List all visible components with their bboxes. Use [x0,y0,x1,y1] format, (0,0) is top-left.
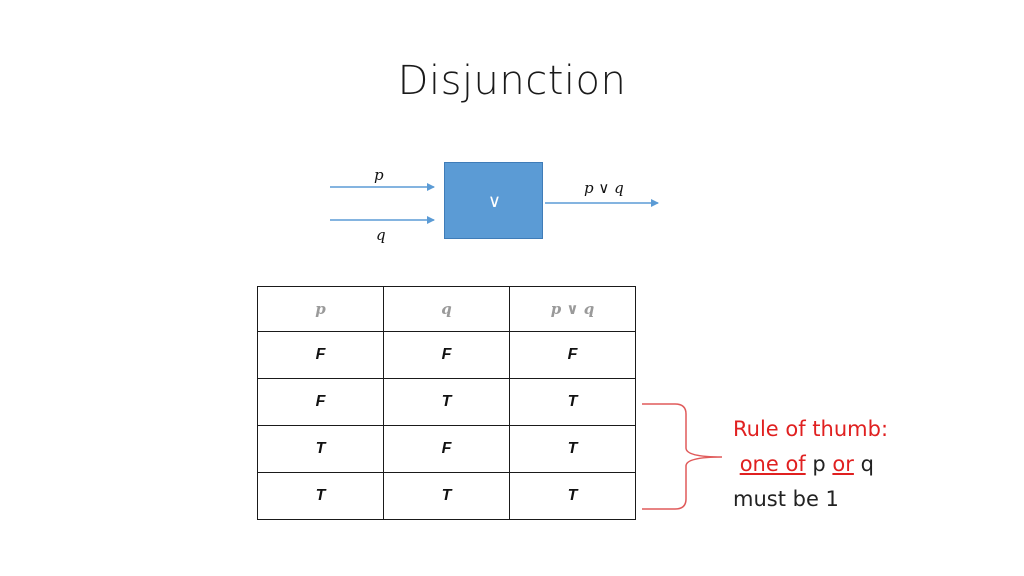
note-line-1: Rule of thumb: [733,417,889,441]
table-cell: F [257,331,384,379]
note-p: p [812,452,826,476]
table-cell: T [383,472,510,520]
output-label: p ∨ q [584,179,624,197]
table-cell: T [509,472,636,520]
table-cell: T [257,472,384,520]
truth-table-header-row: p q p ∨ q [257,286,636,332]
truth-table: p q p ∨ q F F F F T T T F T T [257,286,636,520]
input-p-label: p [374,166,384,184]
brace-shape [642,403,723,510]
header-q: q [383,286,510,332]
table-cell: T [383,378,510,426]
slide-title: Disjunction [397,58,627,104]
note-one-of: one of [739,452,806,476]
or-gate-box: ∨ [444,162,543,239]
table-cell: F [383,331,510,379]
table-cell: T [509,425,636,473]
note-or: or [832,452,854,476]
input-q-label: q [376,226,386,244]
table-row: F F F [257,331,636,379]
table-cell: T [257,425,384,473]
header-p: p [257,286,384,332]
note-line-3: must be 1 [733,487,839,511]
table-cell: F [383,425,510,473]
or-gate-symbol: ∨ [487,191,502,212]
note-q: q [860,452,874,476]
header-p-or-q: p ∨ q [509,286,636,332]
table-row: T T T [257,472,636,520]
table-cell: F [509,331,636,379]
table-row: F T T [257,378,636,426]
table-row: T F T [257,425,636,473]
table-cell: F [257,378,384,426]
rule-of-thumb-note: Rule of thumb: one of p or q must be 1 [733,412,973,517]
table-cell: T [509,378,636,426]
note-line-2: one of p or q [733,447,973,482]
